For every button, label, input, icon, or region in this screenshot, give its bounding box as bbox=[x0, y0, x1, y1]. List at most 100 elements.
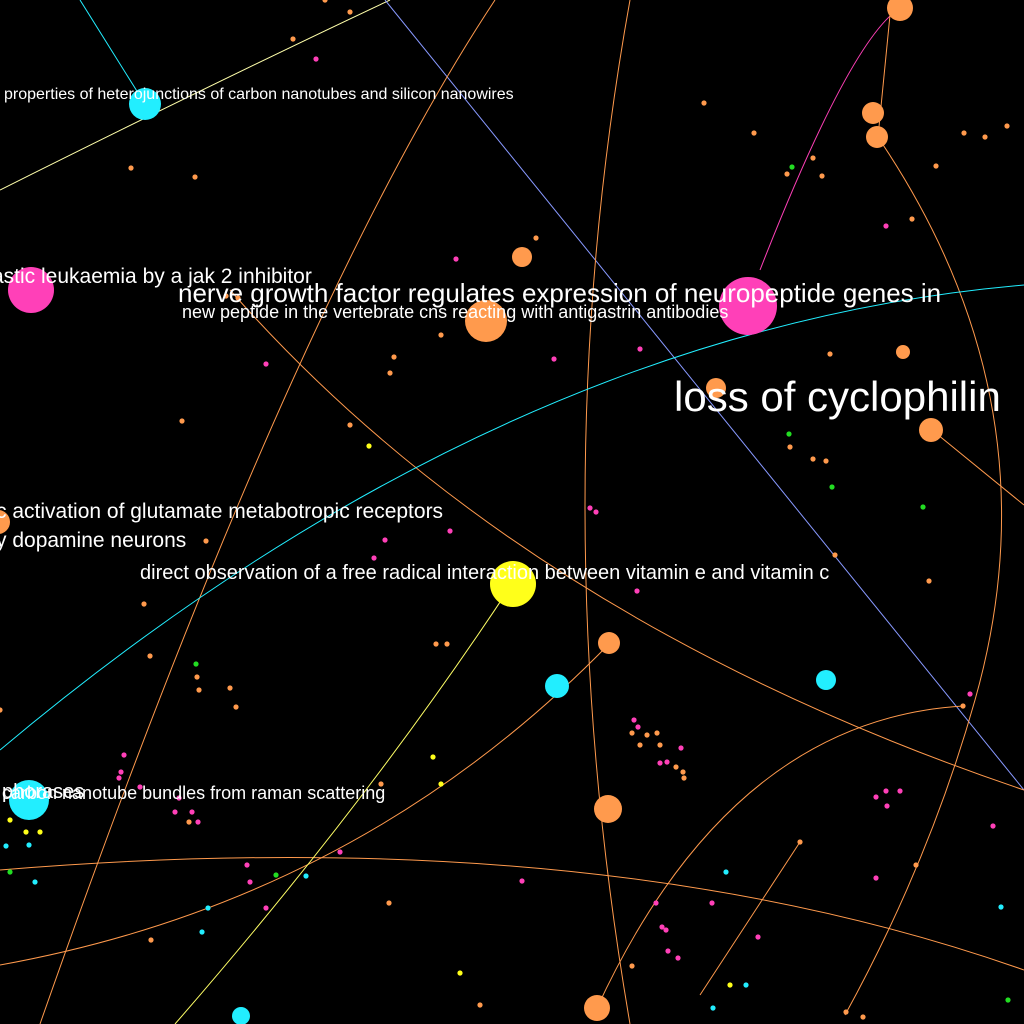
graph-node[interactable] bbox=[465, 300, 507, 342]
small-node[interactable] bbox=[118, 769, 124, 775]
graph-node[interactable] bbox=[706, 378, 726, 398]
small-node[interactable] bbox=[186, 819, 192, 825]
graph-node[interactable] bbox=[512, 247, 532, 267]
small-node[interactable] bbox=[430, 754, 436, 760]
small-node[interactable] bbox=[7, 869, 13, 875]
small-node[interactable] bbox=[303, 873, 309, 879]
small-node[interactable] bbox=[382, 537, 388, 543]
small-node[interactable] bbox=[883, 788, 889, 794]
small-node[interactable] bbox=[873, 794, 879, 800]
small-node[interactable] bbox=[819, 173, 825, 179]
graph-node[interactable] bbox=[9, 780, 49, 820]
small-node[interactable] bbox=[634, 588, 640, 594]
small-node[interactable] bbox=[675, 955, 681, 961]
small-node[interactable] bbox=[447, 528, 453, 534]
small-node[interactable] bbox=[7, 817, 13, 823]
small-node[interactable] bbox=[193, 661, 199, 667]
small-node[interactable] bbox=[654, 730, 660, 736]
small-node[interactable] bbox=[990, 823, 996, 829]
graph-node[interactable] bbox=[490, 561, 536, 607]
small-node[interactable] bbox=[26, 842, 32, 848]
small-node[interactable] bbox=[960, 703, 966, 709]
small-node[interactable] bbox=[926, 578, 932, 584]
graph-node[interactable] bbox=[866, 126, 888, 148]
graph-node[interactable] bbox=[896, 345, 910, 359]
small-node[interactable] bbox=[663, 927, 669, 933]
small-node[interactable] bbox=[247, 879, 253, 885]
graph-node[interactable] bbox=[129, 88, 161, 120]
graph-node[interactable] bbox=[232, 1007, 250, 1024]
small-node[interactable] bbox=[967, 691, 973, 697]
small-node[interactable] bbox=[998, 904, 1004, 910]
small-node[interactable] bbox=[751, 130, 757, 136]
small-node[interactable] bbox=[273, 872, 279, 878]
small-node[interactable] bbox=[32, 879, 38, 885]
small-node[interactable] bbox=[433, 641, 439, 647]
small-node[interactable] bbox=[244, 862, 250, 868]
small-node[interactable] bbox=[829, 484, 835, 490]
small-node[interactable] bbox=[172, 809, 178, 815]
small-node[interactable] bbox=[192, 174, 198, 180]
small-node[interactable] bbox=[194, 674, 200, 680]
small-node[interactable] bbox=[235, 295, 241, 301]
small-node[interactable] bbox=[199, 929, 205, 935]
small-node[interactable] bbox=[635, 724, 641, 730]
small-node[interactable] bbox=[709, 900, 715, 906]
small-node[interactable] bbox=[701, 100, 707, 106]
small-node[interactable] bbox=[657, 760, 663, 766]
small-node[interactable] bbox=[755, 934, 761, 940]
small-node[interactable] bbox=[386, 900, 392, 906]
small-node[interactable] bbox=[366, 443, 372, 449]
small-node[interactable] bbox=[810, 155, 816, 161]
small-node[interactable] bbox=[116, 775, 122, 781]
graph-node[interactable] bbox=[816, 670, 836, 690]
small-node[interactable] bbox=[444, 641, 450, 647]
small-node[interactable] bbox=[347, 9, 353, 15]
small-node[interactable] bbox=[1004, 123, 1010, 129]
graph-node[interactable] bbox=[919, 418, 943, 442]
small-node[interactable] bbox=[961, 130, 967, 136]
small-node[interactable] bbox=[823, 458, 829, 464]
small-node[interactable] bbox=[727, 982, 733, 988]
small-node[interactable] bbox=[387, 370, 393, 376]
small-node[interactable] bbox=[860, 1014, 866, 1020]
small-node[interactable] bbox=[933, 163, 939, 169]
small-node[interactable] bbox=[337, 849, 343, 855]
small-node[interactable] bbox=[313, 56, 319, 62]
small-node[interactable] bbox=[873, 875, 879, 881]
small-node[interactable] bbox=[786, 431, 792, 437]
small-node[interactable] bbox=[637, 346, 643, 352]
small-node[interactable] bbox=[371, 555, 377, 561]
small-node[interactable] bbox=[137, 784, 143, 790]
small-node[interactable] bbox=[920, 504, 926, 510]
small-node[interactable] bbox=[637, 742, 643, 748]
small-node[interactable] bbox=[227, 685, 233, 691]
graph-node[interactable] bbox=[862, 102, 884, 124]
small-node[interactable] bbox=[644, 732, 650, 738]
small-node[interactable] bbox=[1005, 997, 1011, 1003]
small-node[interactable] bbox=[629, 730, 635, 736]
graph-node[interactable] bbox=[887, 0, 913, 21]
small-node[interactable] bbox=[438, 332, 444, 338]
small-node[interactable] bbox=[631, 717, 637, 723]
small-node[interactable] bbox=[678, 745, 684, 751]
small-node[interactable] bbox=[457, 970, 463, 976]
small-node[interactable] bbox=[723, 869, 729, 875]
small-node[interactable] bbox=[205, 905, 211, 911]
small-node[interactable] bbox=[37, 829, 43, 835]
small-node[interactable] bbox=[196, 687, 202, 693]
small-node[interactable] bbox=[664, 759, 670, 765]
small-node[interactable] bbox=[533, 235, 539, 241]
small-node[interactable] bbox=[438, 781, 444, 787]
small-node[interactable] bbox=[378, 781, 384, 787]
small-node[interactable] bbox=[897, 788, 903, 794]
small-node[interactable] bbox=[519, 878, 525, 884]
small-node[interactable] bbox=[797, 839, 803, 845]
small-node[interactable] bbox=[176, 795, 182, 801]
small-node[interactable] bbox=[391, 354, 397, 360]
small-node[interactable] bbox=[347, 422, 353, 428]
small-node[interactable] bbox=[147, 653, 153, 659]
small-node[interactable] bbox=[787, 444, 793, 450]
small-node[interactable] bbox=[3, 843, 9, 849]
small-node[interactable] bbox=[913, 862, 919, 868]
